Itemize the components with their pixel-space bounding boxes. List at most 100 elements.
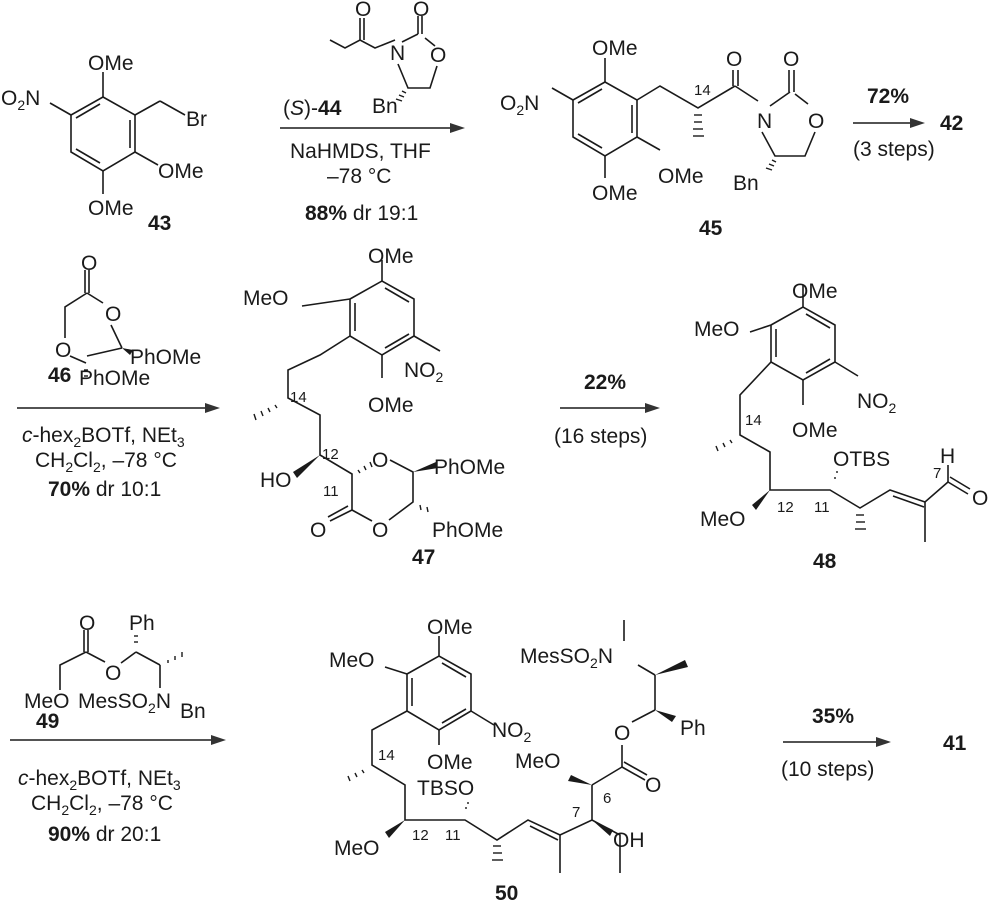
compound-label-48: 48 <box>813 550 837 573</box>
compound-label-46: 46 <box>48 364 71 387</box>
svg-text:O: O <box>645 774 661 797</box>
svg-text:OMe: OMe <box>427 751 473 774</box>
nitro-45: O2N <box>500 92 539 118</box>
svg-text:Bn: Bn <box>372 95 398 118</box>
svg-text:11: 11 <box>323 483 339 500</box>
conditions-3-yield: 70% dr 10:1 <box>48 478 161 501</box>
svg-text:MeO: MeO <box>694 318 740 341</box>
svg-text:14: 14 <box>378 747 395 764</box>
yield-6: 35% <box>812 705 854 728</box>
svg-text:OMe: OMe <box>427 616 473 639</box>
reagent-46: O O O PhOMe 46 PhOMe <box>48 252 201 390</box>
nitro-48: NO2 <box>857 390 897 416</box>
compound-label-47: 47 <box>412 546 435 569</box>
svg-text:O: O <box>105 303 121 326</box>
reaction-arrow-2 <box>853 118 925 128</box>
svg-text:O: O <box>413 0 429 21</box>
ome-bottom-43: OMe <box>88 197 134 220</box>
svg-text:OH: OH <box>613 829 645 852</box>
svg-text:14: 14 <box>745 412 762 429</box>
svg-text:OMe: OMe <box>592 37 638 60</box>
steps-2: (3 steps) <box>853 138 935 161</box>
svg-text:Ph: Ph <box>680 717 706 740</box>
reaction-arrow-4 <box>560 403 660 413</box>
svg-text:OMe: OMe <box>658 165 704 188</box>
reaction-arrow-5 <box>10 735 226 745</box>
steps-6: (10 steps) <box>781 758 874 781</box>
reaction-arrow-3 <box>17 403 220 413</box>
svg-text:O: O <box>55 339 71 362</box>
mes-49: MesSO2N <box>78 690 171 716</box>
svg-text:O: O <box>105 662 121 685</box>
reaction-arrow-1 <box>280 123 465 133</box>
svg-text:O: O <box>355 0 371 21</box>
svg-text:PhOMe: PhOMe <box>434 456 505 479</box>
steps-4: (16 steps) <box>554 425 647 448</box>
nitro-43: O2N <box>1 87 40 113</box>
svg-text:O: O <box>972 487 988 510</box>
svg-text:O: O <box>783 48 799 71</box>
compound-45: OMe O2N OMe OMe 14 O N O O Bn 45 <box>500 37 824 240</box>
svg-text:12: 12 <box>777 499 794 516</box>
svg-text:O: O <box>372 519 388 542</box>
svg-text:11: 11 <box>814 499 830 516</box>
conditions-1-line2: –78 °C <box>327 165 391 188</box>
svg-text:Bn: Bn <box>733 172 759 195</box>
conditions-5-yield: 90% dr 20:1 <box>48 823 161 846</box>
svg-text:MeO: MeO <box>334 837 380 860</box>
nitro-47: NO2 <box>404 359 444 385</box>
svg-text:Bn: Bn <box>180 700 206 723</box>
svg-text:6: 6 <box>603 790 611 807</box>
compound-43: OMe O2N Br OMe OMe 43 <box>1 52 207 235</box>
svg-text:Ph: Ph <box>129 612 155 635</box>
reagent-44: O N O O Bn (S)-44 <box>283 0 446 120</box>
svg-text:OMe: OMe <box>792 280 838 303</box>
svg-text:14: 14 <box>694 82 711 99</box>
compound-label-42: 42 <box>940 112 963 135</box>
svg-text:MeO: MeO <box>329 649 375 672</box>
conditions-3-line2: CH2Cl2, –78 °C <box>35 449 177 475</box>
conditions-5-line1: c-hex2BOTf, NEt3 <box>18 767 181 793</box>
conditions-1-yield: 88% dr 19:1 <box>305 202 418 225</box>
svg-text:MeO: MeO <box>700 508 746 531</box>
mes-50: MesSO2N <box>520 645 613 671</box>
yield-2: 72% <box>867 85 909 108</box>
compound-label-43: 43 <box>148 212 171 235</box>
svg-text:H: H <box>940 445 955 468</box>
compound-47: OMe MeO NO2 OMe 14 12 HO 11 O PhOMe PhOM… <box>243 245 505 569</box>
reagent-label-44: (S)-44 <box>283 97 342 120</box>
svg-text:O: O <box>372 449 388 472</box>
compound-48: OMe MeO NO2 OMe 14 MeO 12 11 OTBS 7 H O … <box>694 280 988 573</box>
svg-text:OMe: OMe <box>592 182 638 205</box>
nitro-50: NO2 <box>492 719 532 745</box>
svg-text:MeO: MeO <box>243 287 289 310</box>
conditions-1-line1: NaHMDS, THF <box>290 140 431 163</box>
svg-text:OTBS: OTBS <box>833 448 890 471</box>
compound-label-41: 41 <box>943 732 967 755</box>
conditions-3-line1: c-hex2BOTf, NEt3 <box>22 424 185 450</box>
compound-label-45: 45 <box>699 217 723 240</box>
svg-text:7: 7 <box>572 804 580 821</box>
ome-top-43: OMe <box>88 52 134 75</box>
svg-text:O: O <box>79 612 95 635</box>
svg-text:O: O <box>81 252 97 275</box>
compound-label-49: 49 <box>36 710 59 733</box>
svg-text:PhOMe: PhOMe <box>432 519 503 542</box>
svg-text:PhOMe: PhOMe <box>79 367 150 390</box>
ring-43 <box>70 96 136 172</box>
svg-text:OMe: OMe <box>368 245 414 268</box>
svg-text:O: O <box>726 48 742 71</box>
svg-text:O: O <box>808 110 824 133</box>
reaction-arrow-6 <box>783 737 891 747</box>
svg-text:MeO: MeO <box>515 750 561 773</box>
svg-text:MeO: MeO <box>24 690 70 713</box>
svg-text:O: O <box>430 44 446 67</box>
svg-text:11: 11 <box>445 827 461 844</box>
svg-text:12: 12 <box>412 827 429 844</box>
svg-text:OMe: OMe <box>368 394 414 417</box>
compound-50: OMe MeO NO2 OMe TBSO 14 MeO 12 11 7 OH 6… <box>329 616 706 905</box>
svg-text:HO: HO <box>260 469 292 492</box>
svg-text:12: 12 <box>322 446 339 463</box>
svg-text:N: N <box>390 42 405 65</box>
